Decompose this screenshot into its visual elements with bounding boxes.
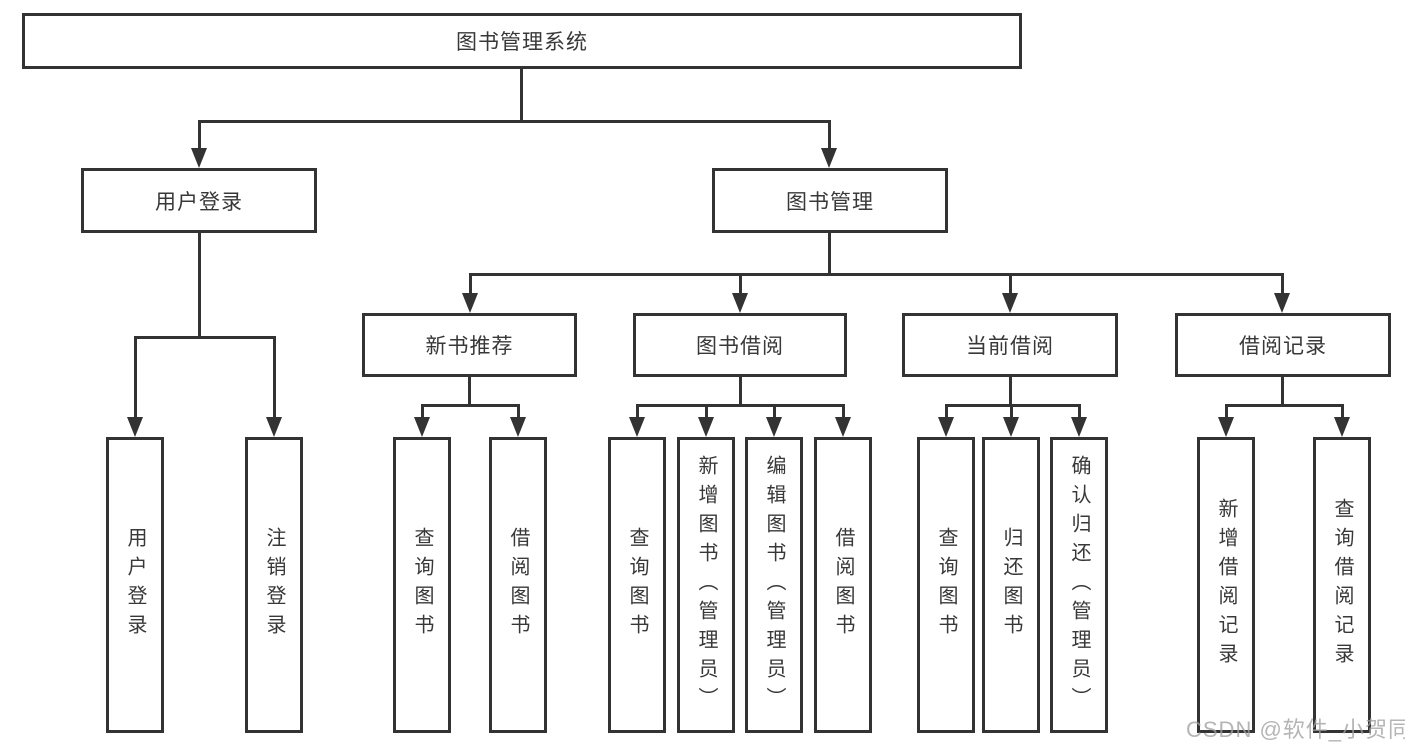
- connector-g1-stub: [468, 377, 471, 407]
- node-current-borrow: 当前借阅: [902, 313, 1118, 377]
- connector-user-rail: [134, 336, 276, 339]
- connector-g1-drop-2: [517, 404, 520, 420]
- node-leaf-borrow-books-1: 借阅图书: [489, 437, 547, 733]
- node-leaf-query-books-3: 查询图书: [917, 437, 975, 733]
- connector-user-drop-1: [134, 336, 137, 419]
- node-leaf-logout: 注销登录: [245, 437, 303, 733]
- connector-book-drop-2: [739, 273, 742, 297]
- arrow-to-book-borrow: [732, 293, 748, 313]
- arrow-g2-leaf-4: [835, 417, 851, 437]
- node-borrow-records: 借阅记录: [1175, 313, 1391, 377]
- node-leaf-return-books: 归还图书: [982, 437, 1040, 733]
- arrow-g4-leaf-2: [1334, 417, 1350, 437]
- arrow-to-user-login: [191, 148, 207, 168]
- node-book-mgmt-branch: 图书管理: [712, 168, 948, 233]
- connector-g3-drop-3: [1078, 404, 1081, 420]
- node-leaf-add-books-admin: 新增图书（管理员）: [677, 437, 735, 733]
- node-leaf-query-books-2: 查询图书: [608, 437, 666, 733]
- connector-g4-rail: [1225, 404, 1344, 407]
- connector-g3-stub: [1009, 377, 1012, 407]
- leaf-label: 注销登录: [263, 527, 285, 643]
- csdn-watermark: CSDN @软件_小贺同学: [1186, 717, 1405, 742]
- connector-g2-drop-2: [705, 404, 708, 420]
- node-new-book-recommend: 新书推荐: [362, 313, 577, 377]
- leaf-label: 查询图书: [411, 527, 433, 643]
- connector-root-drop-left: [198, 120, 201, 152]
- arrow-g2-leaf-1: [629, 417, 645, 437]
- node-book-borrow: 图书借阅: [633, 313, 847, 377]
- node-leaf-add-borrow-record: 新增借阅记录: [1197, 437, 1255, 733]
- arrow-to-logout-leaf: [266, 417, 282, 437]
- node-leaf-borrow-books-2: 借阅图书: [814, 437, 872, 733]
- connector-user-stub: [198, 233, 201, 339]
- connector-root-drop-right: [828, 120, 831, 152]
- connector-g3-drop-2: [1010, 404, 1013, 420]
- connector-book-drop-3: [1009, 273, 1012, 297]
- leaf-label: 借阅图书: [832, 527, 854, 643]
- node-leaf-query-borrow-record: 查询借阅记录: [1313, 437, 1371, 733]
- node-leaf-edit-books-admin: 编辑图书（管理员）: [745, 437, 803, 733]
- connector-book-rail: [469, 273, 1284, 276]
- leaf-label: 查询图书: [935, 527, 957, 643]
- connector-root-stub: [520, 69, 523, 122]
- connector-g1-drop-1: [421, 404, 424, 420]
- leaf-label: 借阅图书: [507, 527, 529, 643]
- arrow-g2-leaf-2: [698, 417, 714, 437]
- connector-g4-drop-2: [1341, 404, 1344, 420]
- leaf-label: 归还图书: [1000, 527, 1022, 643]
- connector-g2-drop-4: [842, 404, 845, 420]
- connector-g4-stub: [1281, 377, 1284, 407]
- connector-g2-stub: [739, 377, 742, 407]
- leaf-label: 查询借阅记录: [1331, 498, 1353, 672]
- arrow-g3-leaf-1: [938, 417, 954, 437]
- connector-g1-rail: [421, 404, 520, 407]
- connector-book-stub: [828, 233, 831, 276]
- connector-book-drop-4: [1281, 273, 1284, 297]
- arrow-to-new-books: [462, 293, 478, 313]
- node-root-system: 图书管理系统: [22, 13, 1022, 69]
- leaf-label: 用户登录: [124, 527, 146, 643]
- arrow-g1-leaf-1: [414, 417, 430, 437]
- leaf-label: 编辑图书（管理员）: [763, 454, 785, 716]
- arrow-to-book-mgmt: [821, 148, 837, 168]
- arrow-to-current-borrow: [1002, 293, 1018, 313]
- arrow-g3-leaf-2: [1003, 417, 1019, 437]
- connector-book-drop-1: [469, 273, 472, 297]
- connector-g3-drop-1: [945, 404, 948, 420]
- connector-g3-rail: [945, 404, 1081, 407]
- leaf-label: 新增借阅记录: [1215, 498, 1237, 672]
- arrow-g3-leaf-3: [1071, 417, 1087, 437]
- connector-user-drop-2: [273, 336, 276, 419]
- connector-root-rail: [198, 120, 831, 123]
- node-user-login-branch: 用户登录: [81, 168, 317, 233]
- arrow-to-user-login-leaf: [127, 417, 143, 437]
- node-leaf-confirm-return-admin: 确认归还（管理员）: [1050, 437, 1108, 733]
- leaf-label: 查询图书: [626, 527, 648, 643]
- connector-g4-drop-1: [1225, 404, 1228, 420]
- leaf-label: 新增图书（管理员）: [695, 454, 717, 716]
- arrow-g1-leaf-2: [510, 417, 526, 437]
- connector-g2-rail: [636, 404, 845, 407]
- arrow-to-borrow-records: [1274, 293, 1290, 313]
- arrow-g2-leaf-3: [766, 417, 782, 437]
- node-leaf-query-books-1: 查询图书: [393, 437, 451, 733]
- connector-g2-drop-3: [773, 404, 776, 420]
- node-leaf-user-login: 用户登录: [106, 437, 164, 733]
- connector-g2-drop-1: [636, 404, 639, 420]
- arrow-g4-leaf-1: [1218, 417, 1234, 437]
- leaf-label: 确认归还（管理员）: [1068, 454, 1090, 716]
